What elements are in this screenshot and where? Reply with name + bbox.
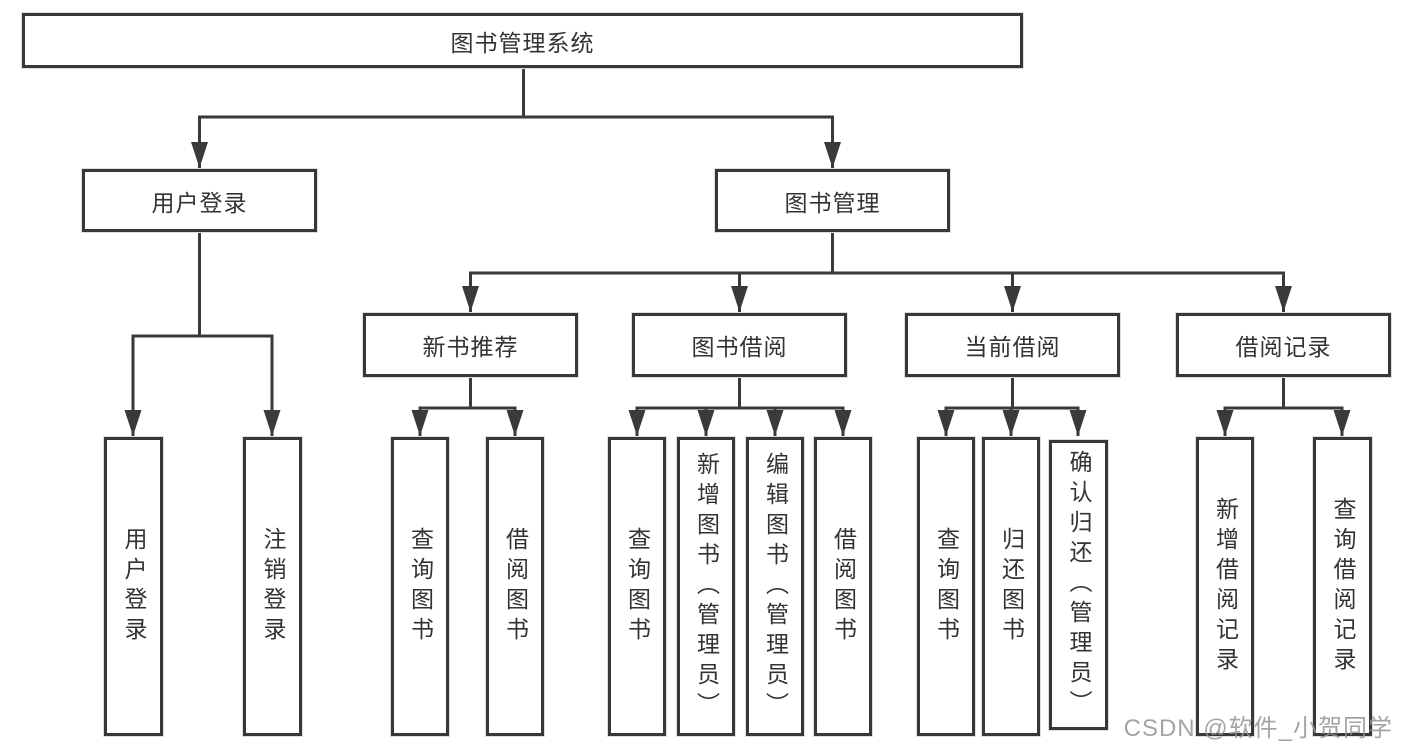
node-label: 注销登录 (260, 526, 286, 647)
node-label: 查询图书 (407, 526, 434, 647)
node-label: 图书管理 (784, 189, 881, 216)
node-book-management: 图书管理 (715, 169, 950, 232)
leaf-add-borrow-record: 新增借阅记录 (1196, 437, 1254, 736)
node-label: 图书借阅 (691, 334, 788, 360)
leaf-edit-books-admin: 编辑图书（管理员） (746, 437, 804, 736)
node-label: 新书推荐 (422, 334, 519, 360)
leaf-return-books: 归还图书 (982, 437, 1040, 736)
node-label: 新增图书（管理员） (693, 451, 720, 722)
leaf-query-borrow-record: 查询借阅记录 (1313, 437, 1372, 736)
leaf-query-books: 查询图书 (391, 437, 449, 736)
node-label: 用户登录 (151, 189, 248, 216)
connector-borrow-records-branch (1216, 375, 1351, 436)
node-book-borrow: 图书借阅 (632, 313, 847, 377)
node-label: 确认归还（管理员） (1066, 450, 1092, 720)
node-label: 查询图书 (933, 526, 960, 647)
connector-current-borrow-branch (937, 375, 1087, 436)
leaf-add-books-admin: 新增图书（管理员） (677, 437, 735, 736)
node-label: 查询借阅记录 (1330, 496, 1356, 677)
node-label: 用户登录 (121, 526, 147, 647)
node-label: 借阅图书 (830, 526, 857, 647)
node-root-library-system: 图书管理系统 (22, 13, 1023, 68)
leaf-borrow-books: 借阅图书 (486, 437, 544, 736)
leaf-borrow-books: 借阅图书 (814, 437, 872, 736)
node-label: 借阅记录 (1235, 334, 1332, 360)
node-new-book-recommend: 新书推荐 (363, 313, 578, 377)
node-user-login: 用户登录 (82, 169, 317, 232)
leaf-query-books: 查询图书 (608, 437, 666, 736)
node-borrow-records: 借阅记录 (1176, 313, 1391, 377)
csdn-watermark: CSDN @软件_小贺同学 (1123, 715, 1393, 742)
connector-book-management-branch (462, 230, 1292, 312)
node-current-borrow: 当前借阅 (905, 313, 1120, 377)
leaf-query-books: 查询图书 (917, 437, 975, 736)
connector-root-to-level2 (191, 66, 841, 168)
leaf-confirm-return-admin: 确认归还（管理员） (1049, 440, 1108, 730)
leaf-logout: 注销登录 (243, 437, 302, 736)
connector-book-borrow-branch (628, 375, 852, 436)
node-label: 新增借阅记录 (1212, 496, 1239, 677)
connector-new-book-branch (411, 375, 524, 436)
node-label: 归还图书 (998, 526, 1025, 647)
node-label: 当前借阅 (964, 334, 1061, 360)
leaf-user-login: 用户登录 (104, 437, 163, 736)
node-label: 图书管理系统 (450, 29, 595, 56)
node-label: 借阅图书 (502, 526, 529, 647)
connector-user-login-branch (124, 229, 281, 436)
node-label: 编辑图书（管理员） (762, 451, 789, 722)
node-label: 查询图书 (624, 526, 651, 647)
